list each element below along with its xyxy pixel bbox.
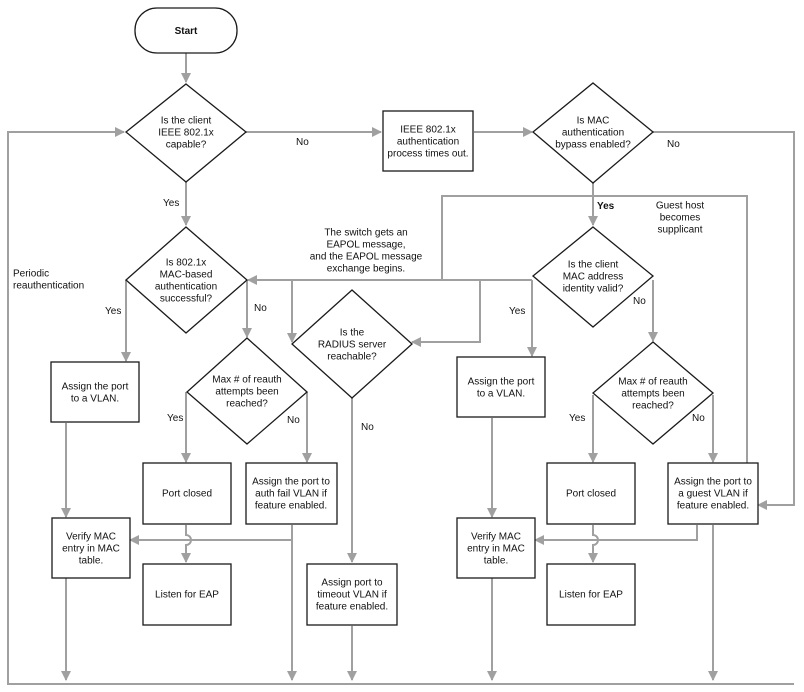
label-no-valid: No: [633, 296, 646, 307]
edges: [7, 53, 795, 685]
label-no-8021x: No: [296, 137, 309, 148]
edge-authfail-to-verify: [129, 525, 293, 545]
label-yes-8021x: Yes: [163, 198, 179, 209]
process-port-closed-right: Port closed: [546, 462, 636, 525]
edge-guest-supplicant: [593, 195, 748, 463]
label-yes-mab: Yes: [597, 201, 615, 212]
label-yes-max-left: Yes: [167, 413, 183, 424]
edge-guest-to-verify: [534, 525, 698, 545]
label-yes-max-right: Yes: [569, 413, 585, 424]
label-no-max-left: No: [287, 415, 300, 426]
label-no-radius: No: [361, 422, 374, 433]
label-no-max-right: No: [692, 413, 705, 424]
process-port-closed-left: Port closed: [142, 462, 232, 525]
process-listen-eap-left: Listen for EAP: [142, 563, 232, 626]
edge-closed-to-listen-l: [181, 525, 192, 563]
edge-loop-to-radius: [411, 280, 481, 347]
label-no-auth: No: [254, 303, 267, 314]
svg-text:Listen for EAP: Listen for EAP: [559, 590, 623, 601]
label-yes-auth: Yes: [105, 306, 121, 317]
process-listen-eap-right: Listen for EAP: [546, 563, 636, 626]
edge-mab-no-to-guest: [652, 131, 795, 510]
svg-text:Listen for EAP: Listen for EAP: [155, 590, 219, 601]
edge-closed-to-listen-r: [588, 525, 599, 563]
label-no-mab: No: [667, 139, 680, 150]
edge-eapol-to-auth: [247, 195, 593, 285]
svg-text:Start: Start: [175, 26, 198, 37]
edge-periodic-reauth: [7, 127, 794, 685]
svg-text:Assign the port toa guest VLAN: Assign the port toa guest VLAN iffeature…: [674, 477, 752, 512]
start-node: Start: [134, 7, 238, 54]
label-yes-valid: Yes: [509, 306, 525, 317]
svg-text:Port closed: Port closed: [566, 489, 616, 500]
svg-text:Port closed: Port closed: [162, 489, 212, 500]
